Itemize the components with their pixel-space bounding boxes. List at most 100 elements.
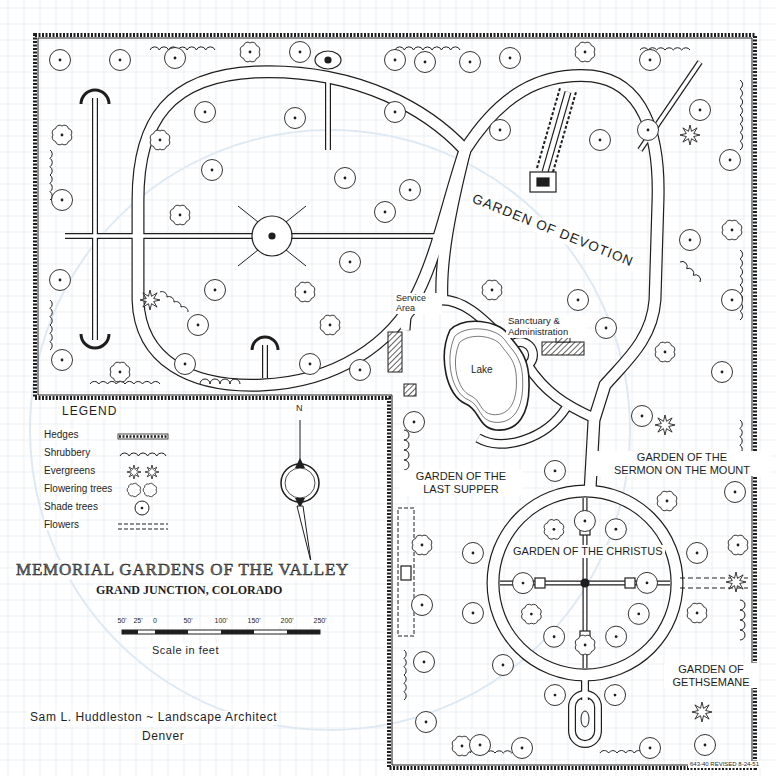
sanctuary-building [542, 342, 584, 355]
legend-sample [116, 482, 172, 498]
shrubbery [50, 150, 52, 200]
legend-row: Shade trees [44, 500, 184, 516]
road-surface [138, 72, 658, 491]
lake-name: Lake [470, 364, 494, 375]
flowering-tree [657, 491, 677, 511]
shade-tree [722, 290, 743, 311]
legend-row: Flowers [44, 518, 184, 534]
grid-line [0, 88, 776, 89]
legend-text: Evergreens [44, 465, 95, 476]
shade-tree [544, 626, 565, 647]
road-edge [65, 233, 435, 239]
legend-text: Flowers [44, 519, 79, 530]
hedge-row [537, 88, 560, 168]
building-label: Service Area [394, 293, 442, 314]
flowering-tree [52, 125, 72, 145]
shade-tree [605, 685, 626, 706]
shade-tree [500, 48, 521, 69]
compass-needle [300, 420, 301, 463]
garden-name: GARDEN OF THE LAST SUPPER [400, 470, 522, 495]
shade-tree [188, 315, 209, 336]
shrubbery [395, 47, 460, 50]
shrubbery [50, 300, 52, 350]
monument [315, 51, 341, 69]
flowering-tree [452, 736, 472, 756]
shade-tree [574, 511, 595, 532]
scale-bar [221, 630, 254, 634]
legend-row: Flowering trees [44, 482, 184, 498]
shade-tree [690, 100, 711, 121]
shade-tree [462, 542, 483, 563]
shade-tree [290, 42, 311, 63]
lake-contour [455, 336, 516, 414]
shade-tree [596, 318, 617, 339]
grid-line [104, 0, 105, 776]
legend-sample [116, 428, 172, 444]
flower-bed [398, 508, 414, 636]
grid-line [88, 0, 89, 776]
shade-tree [385, 102, 406, 123]
scale-number: 200' [278, 617, 295, 625]
grid-line [0, 40, 776, 41]
memorial-feature [530, 172, 556, 192]
grid-line [584, 0, 585, 776]
garden-name: GARDEN OF THE SERMON ON THE MOUNT [594, 451, 770, 476]
garden-name: GARDEN OF GETHSEMANE [664, 663, 758, 688]
grid-line [40, 0, 41, 776]
road-surface [93, 98, 97, 340]
legend-text: Flowering trees [44, 483, 112, 494]
flowering-tree [295, 282, 315, 302]
legend-sample [116, 500, 172, 516]
shade-tree [414, 652, 435, 673]
plan-title: MEMORIAL GARDENS OF THE VALLEY [14, 560, 351, 580]
shade-tree [470, 735, 491, 756]
memorial-feature [537, 178, 549, 186]
grid-line [440, 0, 441, 776]
evergreen [726, 572, 746, 592]
scale-number: 0 [151, 617, 159, 625]
compass-ring [281, 464, 319, 502]
grid-line [376, 0, 377, 776]
road-edge [572, 694, 598, 744]
shade-tree [492, 655, 513, 676]
scale-number: 250' [311, 617, 328, 625]
fountain [269, 233, 275, 239]
shade-tree [175, 354, 196, 375]
shade-tree [490, 120, 511, 141]
grid-line [72, 0, 73, 776]
shade-tree [340, 252, 361, 273]
grid-line [0, 600, 776, 601]
evergreen [680, 125, 700, 145]
shrubbery [404, 650, 406, 700]
shade-tree [640, 50, 661, 71]
flowering-tree [728, 535, 748, 555]
flowering-tree [544, 520, 564, 540]
legend-text: Shade trees [44, 501, 98, 512]
grid-line [0, 24, 776, 25]
flowering-tree [722, 220, 742, 240]
bench-exedra [81, 90, 109, 104]
legend-text: Shrubbery [44, 447, 90, 458]
legend-sample [116, 464, 172, 480]
scale-bar [122, 630, 320, 634]
shade-tree [285, 108, 306, 129]
legend-row: Shrubbery [44, 446, 184, 462]
flowering-tree [687, 603, 707, 623]
shrubbery [90, 381, 160, 384]
shade-tree [52, 190, 73, 211]
shade-tree [50, 50, 71, 71]
grid-line [0, 488, 776, 489]
grid-line [0, 680, 776, 681]
shade-tree [50, 270, 71, 291]
monument [325, 57, 331, 63]
flowering-tree [240, 42, 260, 62]
shade-tree [52, 350, 73, 371]
shade-tree [638, 120, 659, 141]
shade-tree [205, 280, 226, 301]
road-edge [325, 80, 331, 150]
shrubbery [740, 250, 743, 320]
road-surface [572, 694, 598, 744]
grid-line [312, 0, 313, 776]
grid-line [760, 0, 761, 776]
grid-line [728, 0, 729, 776]
